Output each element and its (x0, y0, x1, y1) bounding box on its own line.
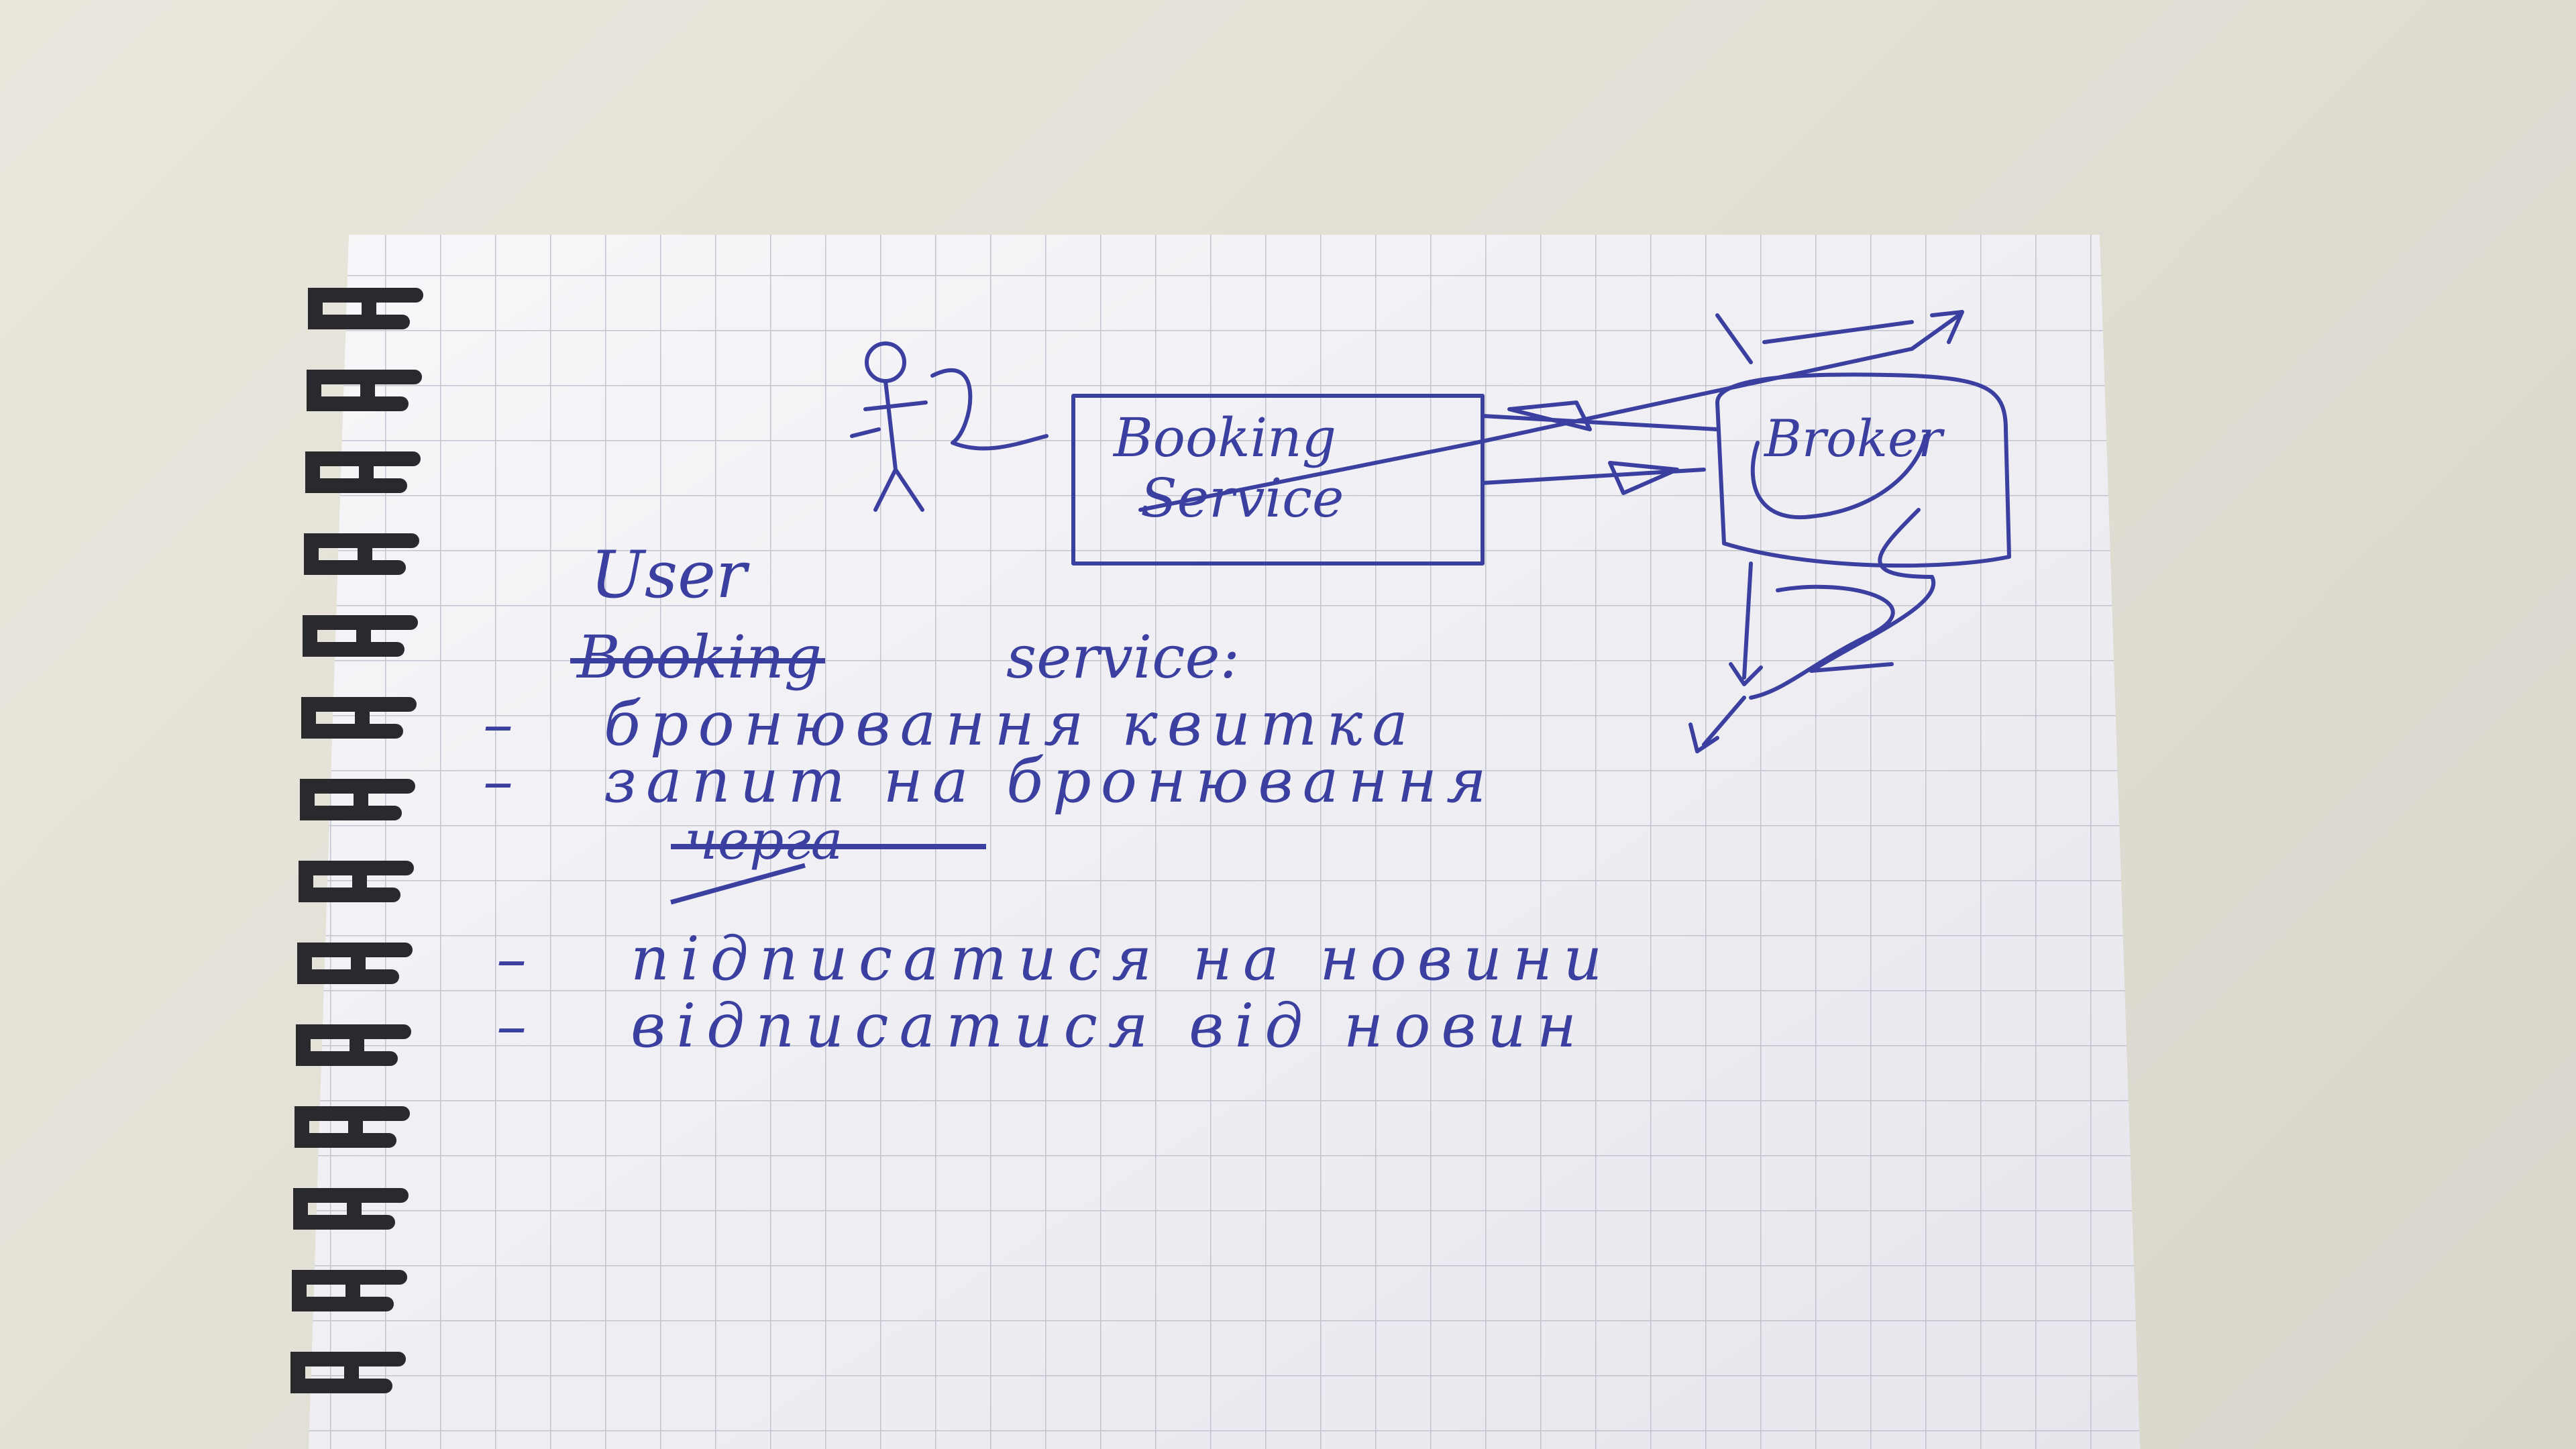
stick-figure-icon (850, 341, 1049, 512)
booking-service-box (1071, 394, 1485, 566)
user-heading: User (590, 537, 750, 612)
spiral-ring (299, 861, 414, 902)
note-item-1: бронювання квитка (604, 689, 1417, 759)
spiral-ring (303, 615, 418, 657)
note-item-2: запит на бронювання (604, 746, 1496, 816)
spiral-binding (290, 288, 423, 1393)
strike-line (670, 863, 806, 905)
spiral-ring (297, 943, 413, 984)
note-item-5: відписатися від новин (631, 991, 1587, 1061)
spiral-ring (301, 697, 417, 739)
spiral-ring (307, 370, 422, 411)
spiral-ring (305, 451, 421, 493)
spiral-ring (308, 288, 423, 329)
service-heading-struck: Booking (576, 623, 822, 692)
spiral-ring (294, 1106, 410, 1148)
spiral-ring (293, 1188, 409, 1230)
spiral-ring (290, 1352, 406, 1393)
spiral-ring (304, 533, 419, 575)
broker-label: Broker (1763, 409, 1945, 468)
spiral-ring (292, 1270, 407, 1311)
spiral-ring (300, 779, 415, 820)
booking-service-label-line1: Booking (1112, 407, 1336, 469)
booking-service-label-line2: Service (1140, 467, 1344, 529)
note-item-3-struck: черга (684, 809, 843, 871)
note-dash-4: – (496, 924, 527, 994)
spiral-ring (296, 1024, 411, 1066)
note-dash-2: – (483, 746, 513, 816)
note-dash-1: – (483, 689, 513, 759)
service-heading: service: (1006, 623, 1240, 692)
sketch-diagram (850, 310, 2011, 753)
handwritten-notes: User Booking service: – бронювання квитк… (483, 537, 1613, 1061)
note-dash-5: – (496, 991, 527, 1061)
notebook-page (309, 235, 2140, 1449)
broker-box (1715, 372, 2011, 673)
connection-arrows (1138, 310, 1964, 512)
scribble-arrows (1688, 561, 1895, 753)
note-item-4: підписатися на новини (631, 924, 1613, 994)
